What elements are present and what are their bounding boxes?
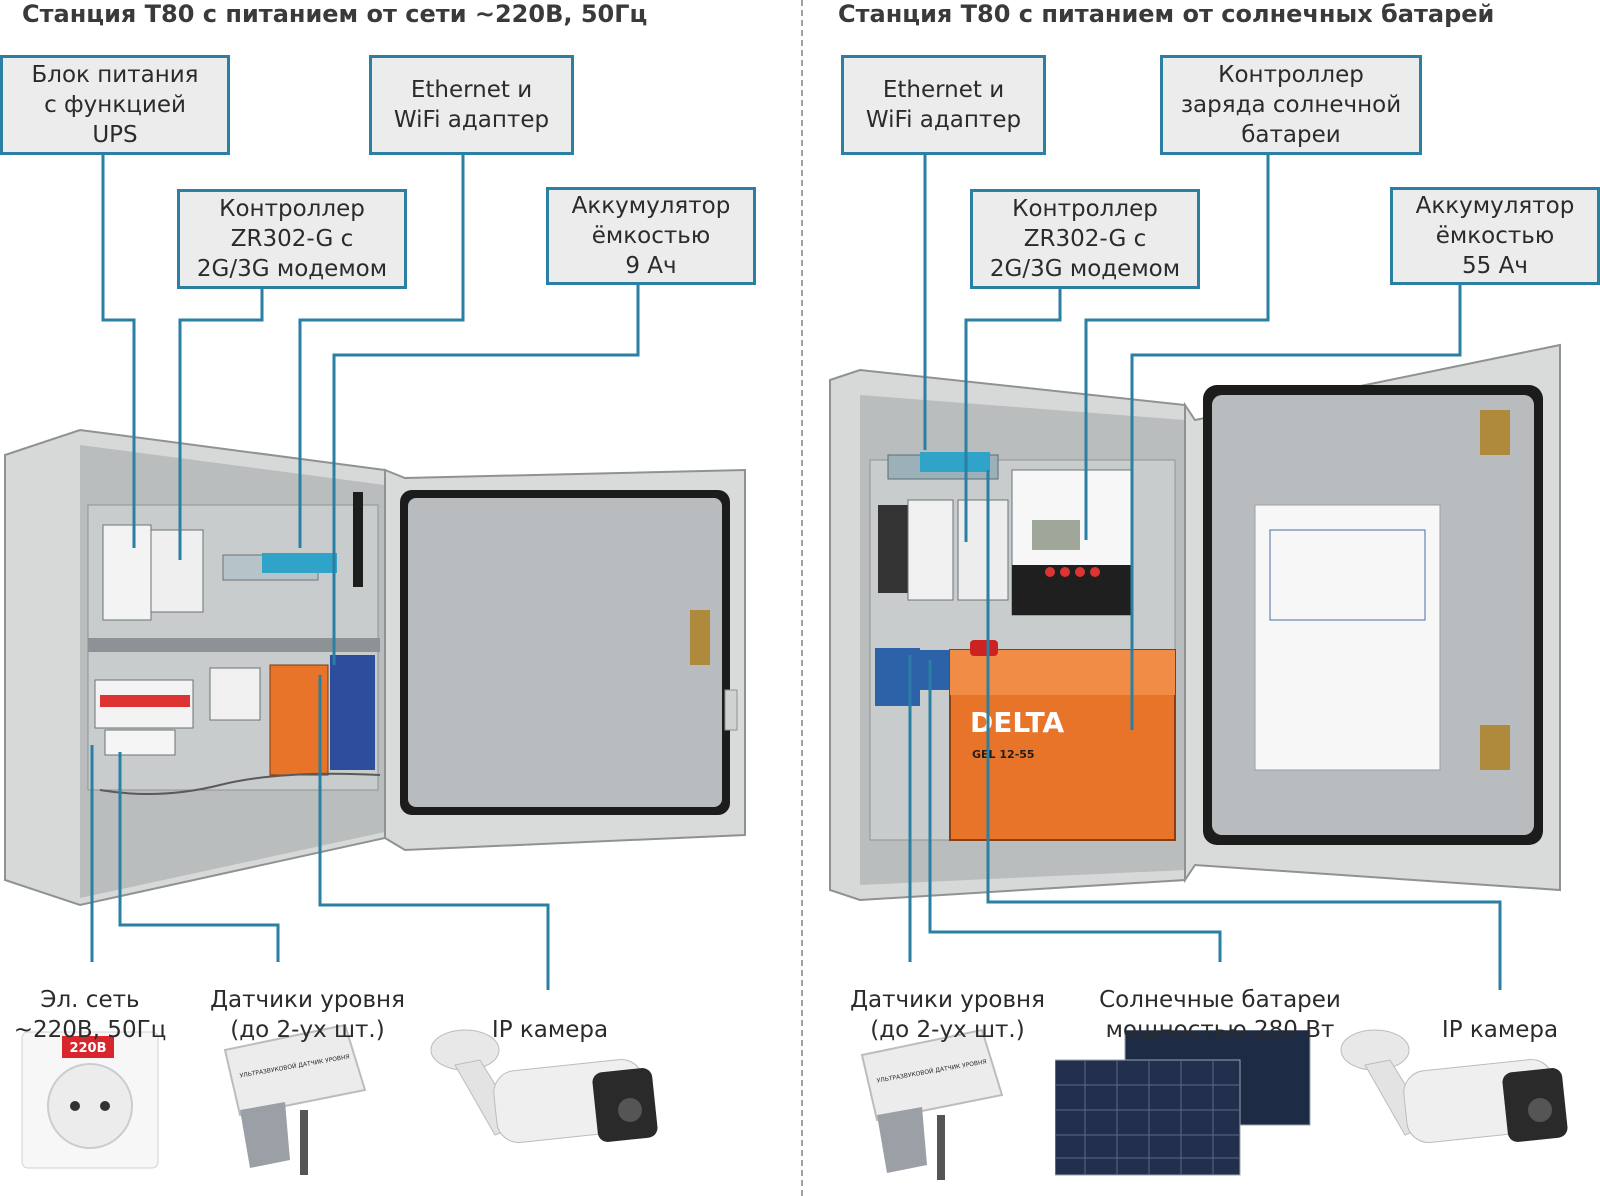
connector-controller: [178, 287, 264, 560]
connector-camera-r: [986, 470, 1502, 990]
label-camera-right: IP камера: [1441, 1017, 1559, 1043]
connector-ethernet: [298, 153, 465, 548]
label-sensors-right: Датчики уровня (до 2-ух шт.): [850, 987, 1045, 1043]
connector-camera: [318, 675, 550, 990]
left-enclosure-illustration: [4, 428, 746, 907]
connector-controller-r: [964, 283, 1062, 542]
callout-controller: Контроллер ZR302-G с 2G/3G модемом: [177, 189, 407, 289]
label-sensors: Датчики уровня (до 2-ух шт.): [210, 987, 405, 1043]
right-title: Станция Т80 с питанием от солнечных бата…: [838, 0, 1495, 28]
label-camera: IP камера: [491, 1017, 609, 1043]
socket-badge-label: 220B: [69, 1041, 106, 1056]
right-sensor-illustration: УЛЬТРАЗВУКОВОЙ ДАТЧИК УРОВНЯ: [860, 1028, 1004, 1180]
connector-sensors: [118, 752, 280, 962]
connector-solar-ctrl: [1084, 153, 1270, 540]
connector-battery-r: [1130, 283, 1462, 730]
callout-solar-controller: Контроллер заряда солнечной батареи: [1160, 55, 1422, 155]
right-camera-illustration: [1340, 1029, 1568, 1143]
connector-battery: [332, 283, 640, 665]
left-title: Станция Т80 с питанием от сети ~220В, 50…: [22, 0, 648, 28]
label-solar: Солнечные батареи мощностью 280 Вт: [1099, 987, 1341, 1043]
callout-controller-right: Контроллер ZR302-G с 2G/3G модемом: [970, 189, 1200, 289]
left-sensor-illustration: УЛЬТРАЗВУКОВОЙ ДАТЧИК УРОВНЯ: [223, 1023, 367, 1175]
battery-brand-label: DELTA: [970, 706, 1065, 739]
callout-battery: Аккумулятор ёмкостью 9 Ач: [546, 187, 756, 285]
callout-ups: Блок питания с функцией UPS: [0, 55, 230, 155]
socket-illustration: 220B: [21, 1031, 159, 1169]
callout-ethernet-right: Ethernet и WiFi адаптер: [841, 55, 1046, 155]
callout-battery-right: Аккумулятор ёмкостью 55 Ач: [1390, 187, 1600, 285]
left-camera-illustration: [430, 1029, 658, 1143]
section-divider: [801, 0, 803, 1196]
label-mains: Эл. сеть ~220В, 50Гц: [13, 987, 167, 1043]
solar-panels-illustration: [1055, 1030, 1311, 1176]
connector-ups: [101, 153, 136, 548]
callout-ethernet: Ethernet и WiFi адаптер: [369, 55, 574, 155]
connector-solar-panels: [928, 660, 1222, 962]
